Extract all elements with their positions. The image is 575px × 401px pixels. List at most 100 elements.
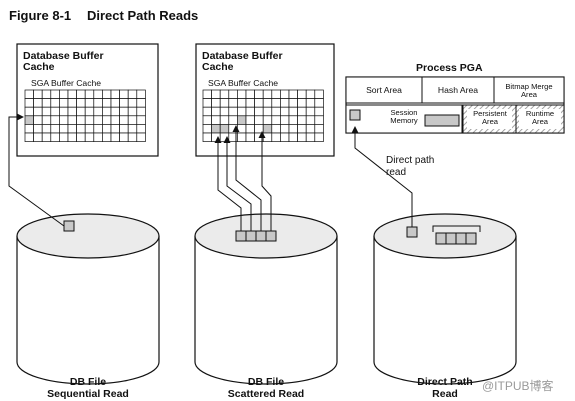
buffer-cell bbox=[119, 124, 129, 134]
buffer-cell bbox=[127, 106, 138, 117]
buffer-cell bbox=[305, 89, 316, 99]
buffer-cell bbox=[41, 132, 52, 142]
figure-title-text: Direct Path Reads bbox=[87, 8, 199, 23]
cached-block bbox=[24, 115, 34, 125]
buffer-cell bbox=[67, 124, 77, 134]
sequential-disk-block bbox=[63, 220, 75, 232]
buffer-cell bbox=[33, 106, 43, 117]
buffer-cell bbox=[67, 132, 77, 142]
buffer-cell bbox=[219, 106, 230, 117]
sequential-caption-line2: Sequential Read bbox=[47, 387, 129, 400]
buffer-cell bbox=[110, 124, 120, 134]
buffer-cell bbox=[50, 89, 60, 99]
buffer-cell bbox=[119, 106, 129, 117]
buffer-cell bbox=[314, 115, 324, 125]
buffer-cell bbox=[288, 98, 298, 108]
buffer-cell bbox=[262, 89, 273, 99]
sort-area-label: Sort Area bbox=[366, 85, 402, 95]
hash-area-label: Hash Area bbox=[437, 85, 479, 95]
buffer-cell bbox=[228, 89, 238, 99]
buffer-cell bbox=[67, 98, 77, 108]
buffer-cell bbox=[305, 106, 316, 117]
buffer-cell bbox=[254, 106, 264, 117]
pga-title: Process PGA bbox=[416, 62, 483, 74]
buffer-cell bbox=[93, 115, 103, 125]
buffer-cell bbox=[280, 132, 290, 142]
hash-area-cell bbox=[421, 76, 495, 104]
buffer-cell bbox=[93, 106, 103, 117]
sequential-caption-line1: DB File bbox=[69, 376, 107, 388]
buffer-cell bbox=[280, 115, 290, 125]
buffer-cell bbox=[33, 89, 43, 99]
buffer-cell bbox=[280, 124, 290, 134]
buffer-cell bbox=[127, 115, 138, 125]
buffer-cell bbox=[228, 106, 238, 117]
buffer-cell bbox=[67, 106, 77, 117]
buffer-cell bbox=[202, 115, 212, 125]
buffer-cell bbox=[67, 89, 77, 99]
buffer-cell bbox=[119, 132, 129, 142]
direct-disk-blocks bbox=[432, 225, 481, 245]
buffer-cell bbox=[59, 89, 69, 99]
buffer-cell bbox=[127, 124, 138, 134]
cached-block bbox=[211, 124, 221, 134]
buffer-cell bbox=[280, 106, 290, 117]
sequential-sga-grid bbox=[24, 89, 146, 142]
buffer-cell bbox=[280, 98, 290, 108]
buffer-cell bbox=[76, 124, 86, 134]
buffer-cell bbox=[314, 124, 324, 134]
buffer-cell bbox=[297, 115, 307, 125]
buffer-cell bbox=[262, 132, 273, 142]
buffer-cell bbox=[228, 115, 238, 125]
buffer-cell bbox=[237, 106, 247, 117]
buffer-cell bbox=[76, 132, 86, 142]
buffer-cell bbox=[102, 124, 112, 134]
buffer-cell bbox=[41, 124, 52, 134]
buffer-cell bbox=[41, 115, 52, 125]
cached-block bbox=[262, 124, 273, 134]
buffer-cell bbox=[305, 115, 316, 125]
buffer-cell bbox=[288, 132, 298, 142]
sequential-buffer-title: Database Buffer Cache bbox=[23, 50, 104, 74]
buffer-cell bbox=[24, 132, 34, 142]
buffer-cell bbox=[119, 115, 129, 125]
buffer-cell bbox=[314, 89, 324, 99]
buffer-cell bbox=[211, 132, 221, 142]
buffer-cell bbox=[41, 89, 52, 99]
session-memory-label: Session Memory bbox=[390, 108, 418, 125]
buffer-cell bbox=[271, 124, 281, 134]
scattered-cylinder bbox=[194, 213, 338, 385]
buffer-cell bbox=[136, 115, 146, 125]
sequential-cylinder bbox=[16, 213, 160, 385]
buffer-cell bbox=[271, 106, 281, 117]
buffer-cell bbox=[254, 115, 264, 125]
buffer-cell bbox=[297, 132, 307, 142]
buffer-cell bbox=[110, 98, 120, 108]
buffer-cell bbox=[102, 98, 112, 108]
buffer-cell bbox=[219, 89, 230, 99]
bitmap-merge-area-label: Bitmap Merge Area bbox=[505, 82, 553, 99]
buffer-cell bbox=[305, 98, 316, 108]
cached-block bbox=[237, 115, 247, 125]
scattered-sga-grid bbox=[202, 89, 324, 142]
buffer-cell bbox=[24, 98, 34, 108]
buffer-cell bbox=[136, 132, 146, 142]
scattered-disk-blocks bbox=[235, 230, 277, 242]
sequential-sga-label: SGA Buffer Cache bbox=[31, 78, 102, 88]
buffer-cell bbox=[288, 124, 298, 134]
buffer-cell bbox=[314, 132, 324, 142]
buffer-cell bbox=[237, 124, 247, 134]
figure-title: Figure 8-1 Direct Path Reads bbox=[9, 9, 198, 22]
buffer-cell bbox=[93, 124, 103, 134]
buffer-cell bbox=[50, 132, 60, 142]
buffer-cell bbox=[50, 98, 60, 108]
buffer-cell bbox=[93, 132, 103, 142]
buffer-cell bbox=[59, 115, 69, 125]
buffer-cell bbox=[110, 132, 120, 142]
buffer-cell bbox=[271, 132, 281, 142]
buffer-cell bbox=[50, 106, 60, 117]
buffer-cell bbox=[24, 89, 34, 99]
figure-number: Figure 8-1 bbox=[9, 8, 72, 23]
buffer-cell bbox=[59, 98, 69, 108]
